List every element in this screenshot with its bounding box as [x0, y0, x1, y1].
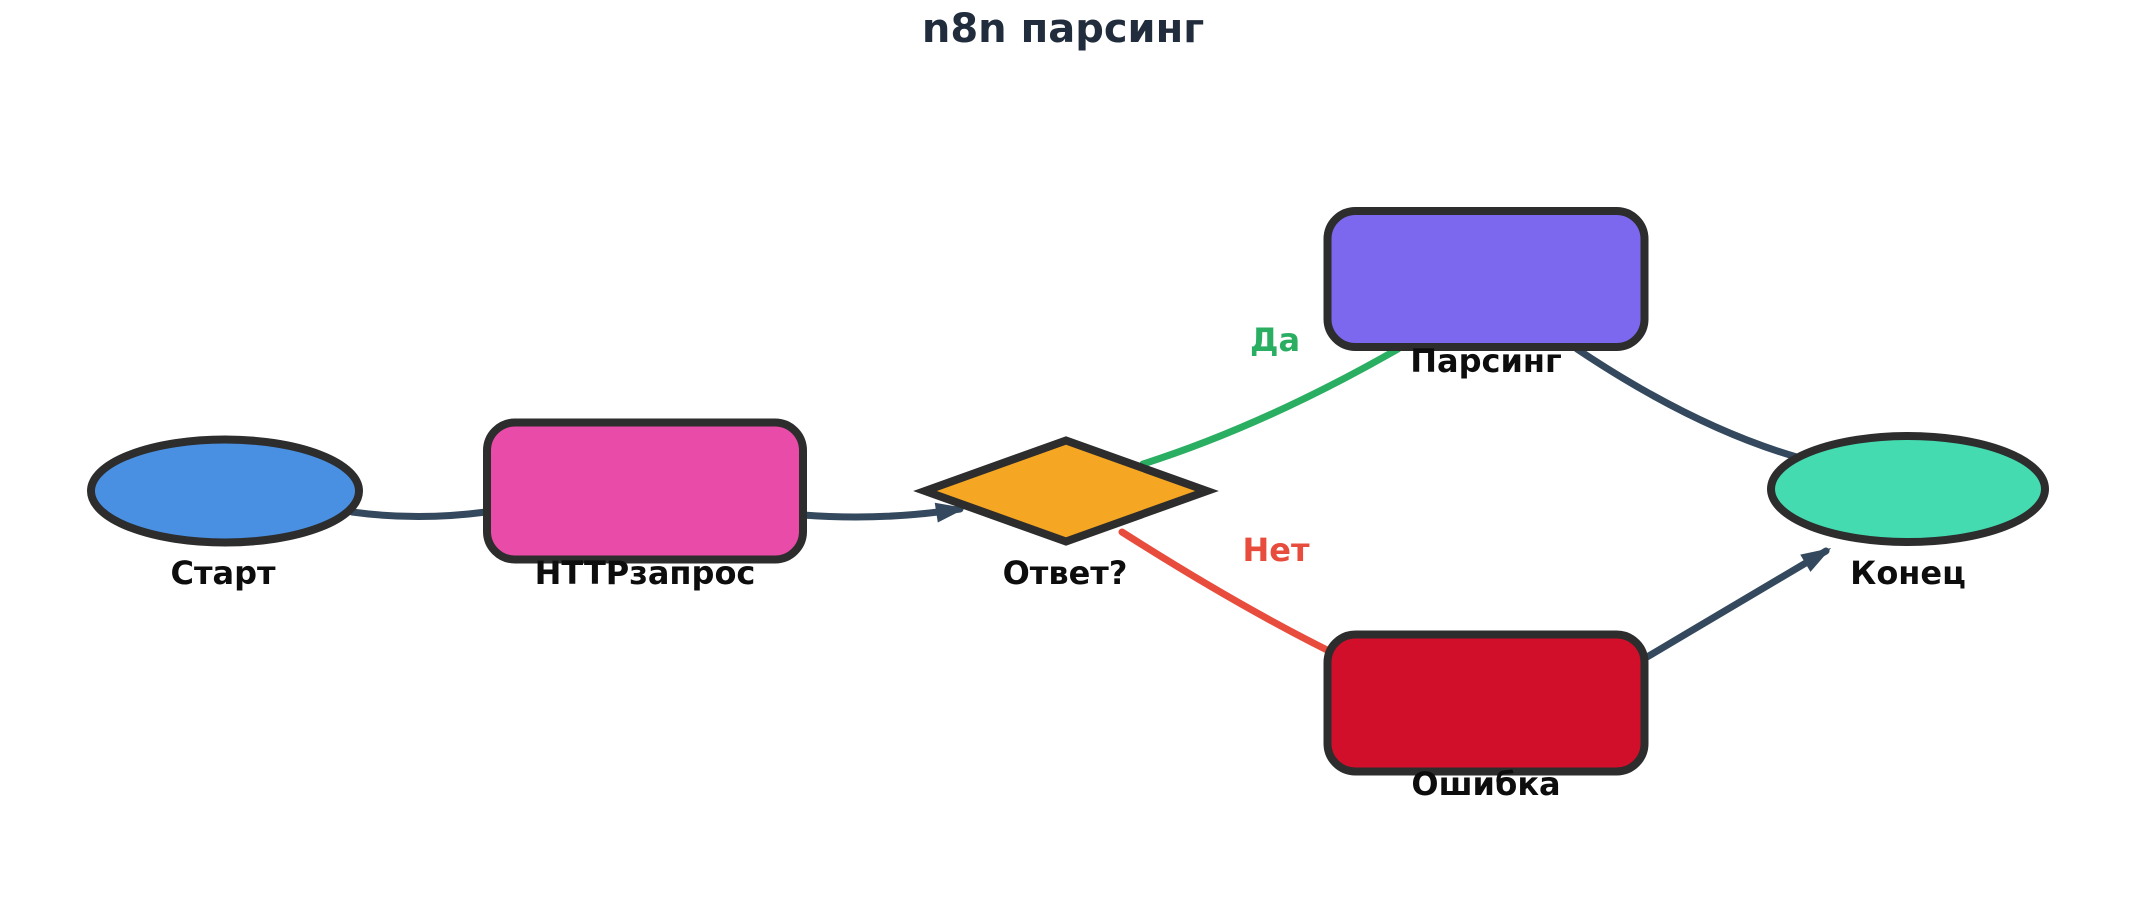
node-label-parsing: Парсинг	[1410, 342, 1562, 380]
edge-http-request-to-decision	[799, 502, 966, 523]
node-label-http-request: HTTPзапрос	[535, 554, 756, 592]
node-label-end: Конец	[1850, 554, 1966, 592]
diagram-title: n8n парсинг	[922, 6, 1204, 52]
node-end	[1767, 432, 2049, 546]
edge-decision-to-parsing	[1139, 345, 1402, 468]
edges-layer	[348, 345, 1832, 661]
edge-error-to-end	[1643, 547, 1832, 661]
node-start	[87, 435, 363, 547]
node-parsing	[1323, 207, 1649, 351]
node-decision	[913, 436, 1219, 546]
edge-start-to-http-request	[348, 508, 490, 520]
edge-parsing-to-end	[1573, 345, 1804, 462]
nodes-layer	[87, 207, 2049, 776]
edge-decision-to-error	[1118, 528, 1333, 655]
edge-label-decision-to-error: Нет	[1242, 531, 1309, 569]
node-label-decision: Ответ?	[1003, 554, 1128, 592]
node-label-start: Старт	[170, 554, 276, 592]
node-http-request	[483, 418, 807, 564]
node-label-error: Ошибка	[1411, 765, 1560, 803]
node-error	[1323, 630, 1649, 776]
edge-label-decision-to-parsing: Да	[1250, 321, 1300, 359]
